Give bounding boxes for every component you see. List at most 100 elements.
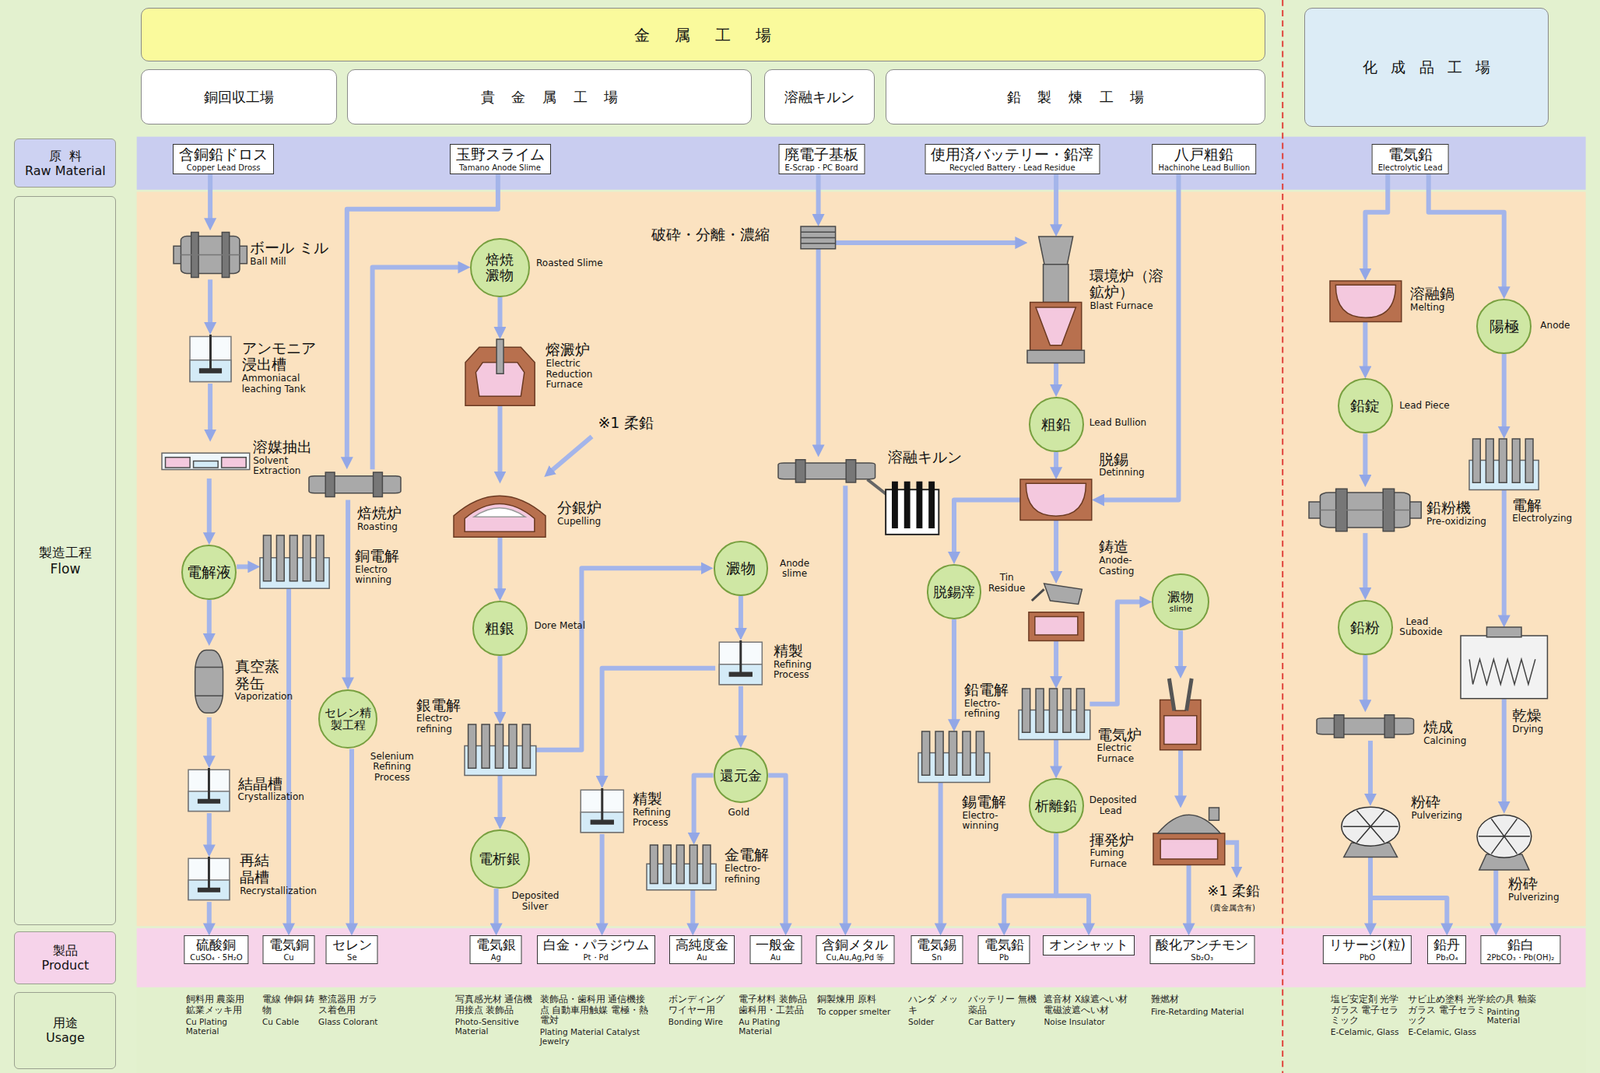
side-label: 製品Product	[14, 931, 116, 985]
process-step: 粉砕Pulverizing	[1332, 806, 1409, 858]
efurnace-part	[1169, 678, 1193, 711]
section-header: 銅回収工場	[140, 69, 337, 125]
product-box: 白金・パラジウムPt・Pd	[536, 935, 656, 965]
usage-column: 電子材料 装飾品 歯科用・工芸品Au Plating Material	[738, 994, 812, 1036]
flow-arrow	[1053, 174, 1059, 228]
flow-arrow	[349, 748, 355, 927]
name-text: 廃電子基板	[784, 146, 859, 164]
usage-text: 電線 伸銅 鋳物	[262, 994, 316, 1015]
side-label: 用途Usage	[14, 992, 116, 1071]
section-title: 溶融キルン	[784, 88, 855, 106]
process-step: 真空蒸発缶Vaporization	[190, 645, 228, 718]
intermediate-circle: 澱物Anode slime	[713, 540, 769, 597]
process-step: 環境炉（溶鉱炉）Blast Furnace	[1027, 236, 1085, 364]
process-step: 結晶槽Crystallization	[184, 768, 234, 814]
flow-arrow	[938, 782, 944, 927]
step-name: 精製	[773, 642, 821, 660]
cells-part	[508, 724, 516, 769]
fuming-icon	[1153, 807, 1225, 865]
step-caption: Electro winning	[354, 564, 402, 586]
raw-material-box: 電気鉛Electrolytic Lead	[1371, 143, 1450, 175]
crusher-icon	[800, 226, 836, 250]
process-step: 電解Electrolyzing	[1469, 438, 1539, 491]
step-caption: Calcining	[1423, 736, 1467, 747]
process-step: 粉砕Pulverizing	[1468, 814, 1541, 871]
tank-icon	[184, 768, 234, 814]
product-box: 鉛丹Pb₃O₄	[1427, 935, 1467, 965]
raw-material-box: 使用済バッテリー・鉛滓Recycled Battery・Lead Residue	[924, 143, 1100, 175]
flow-arrow	[207, 813, 212, 848]
cells-part	[650, 845, 659, 885]
cupel-part	[465, 503, 536, 532]
kiln-part	[308, 476, 401, 494]
blast-part	[1038, 236, 1074, 265]
flow-arrow	[207, 279, 213, 326]
flow-arrow	[816, 174, 822, 218]
pulv-icon	[1332, 806, 1409, 858]
usage-text: 絵の具 釉薬	[1486, 994, 1555, 1005]
flow-arrow	[1364, 174, 1388, 271]
circle-text: 電析銀	[476, 851, 523, 867]
cells-part	[703, 845, 712, 885]
circle-text: 粗鉛	[1032, 416, 1080, 433]
step-caption: Electro-refining	[416, 713, 464, 735]
tank-part	[198, 800, 221, 804]
tank-icon	[184, 856, 234, 902]
circle-text: 析離鉛	[1032, 798, 1080, 815]
circle-subtext: slime	[1168, 603, 1192, 615]
kiln-icon	[1316, 712, 1415, 741]
process-step: 溶融キルン	[778, 456, 876, 486]
side-label-text: Raw Material	[24, 163, 106, 179]
usage-text: Au Plating Material	[738, 1017, 812, 1037]
kiln-part	[1316, 718, 1415, 735]
intermediate-circle: 還元金Gold	[713, 747, 769, 804]
pulv-part	[1343, 810, 1399, 843]
section-header: 貴金属工場	[347, 69, 753, 125]
product-box: リサージ(粒)PbO	[1322, 935, 1412, 965]
name-text: 白金・パラジウム	[543, 937, 650, 954]
intermediate-circle: 陽極Anode	[1476, 298, 1532, 355]
cells-icon	[1018, 688, 1091, 741]
cells-part	[949, 731, 958, 776]
intermediate-circle: 澱物slime	[1151, 573, 1209, 631]
circle-caption: Lead Piece	[1399, 400, 1450, 411]
flow-arrow	[1362, 533, 1368, 591]
flow-arrow	[1501, 354, 1507, 430]
blast-part	[1027, 350, 1085, 364]
sub-text: Cu	[269, 953, 309, 963]
circle-text: 鉛粉	[1341, 619, 1389, 636]
name-text: 含銅メタル	[821, 937, 888, 954]
mill-part	[180, 254, 240, 257]
step-name: 熔澱炉	[545, 341, 593, 359]
flow-arrow	[207, 383, 213, 433]
circle-text: 鉛錠	[1341, 397, 1389, 415]
sub-text: Copper Lead Dross	[178, 163, 268, 173]
tank-part	[739, 640, 742, 675]
usage-column: 装飾品・歯科用 通信機接点 自動車用触媒 電極・熱電対Plating Mater…	[540, 994, 653, 1046]
circle-text: 澱物	[717, 560, 765, 577]
usage-text: 塩ビ安定剤 光学ガラス 電子セラミック	[1330, 994, 1404, 1026]
step-name: ボール ミル	[249, 239, 329, 257]
circle-caption: Gold	[728, 807, 751, 818]
mill-part	[180, 236, 240, 274]
pulv-part	[1478, 818, 1530, 854]
step-caption: Melting	[1410, 302, 1455, 313]
sub-text: CuSO₄・5H₂O	[189, 953, 243, 963]
flow-arrow	[738, 686, 744, 739]
intermediate-circle: 粗鉛Lead Bullion	[1028, 396, 1085, 453]
pot-icon	[1020, 479, 1092, 520]
sub-text: Pb	[984, 953, 1025, 963]
cells-icon	[1469, 438, 1539, 491]
flow-arrow	[1178, 750, 1183, 800]
tank-part	[600, 788, 604, 823]
section-title: 金属工場	[609, 25, 797, 45]
cells-part	[522, 724, 530, 769]
process-step: 銀電解Electro-refining	[464, 724, 537, 776]
solvent-part	[193, 460, 219, 467]
process-step: ボール ミルBall Mill	[173, 230, 247, 280]
fuming-part	[1208, 807, 1219, 821]
process-step: 脱錫Detinning	[1020, 479, 1092, 520]
flow-arrow	[1178, 630, 1183, 670]
raw-material-box: 玉野スライムTamano Anode Slime	[449, 143, 551, 175]
circle-text: 焙焼澱物	[484, 252, 516, 284]
